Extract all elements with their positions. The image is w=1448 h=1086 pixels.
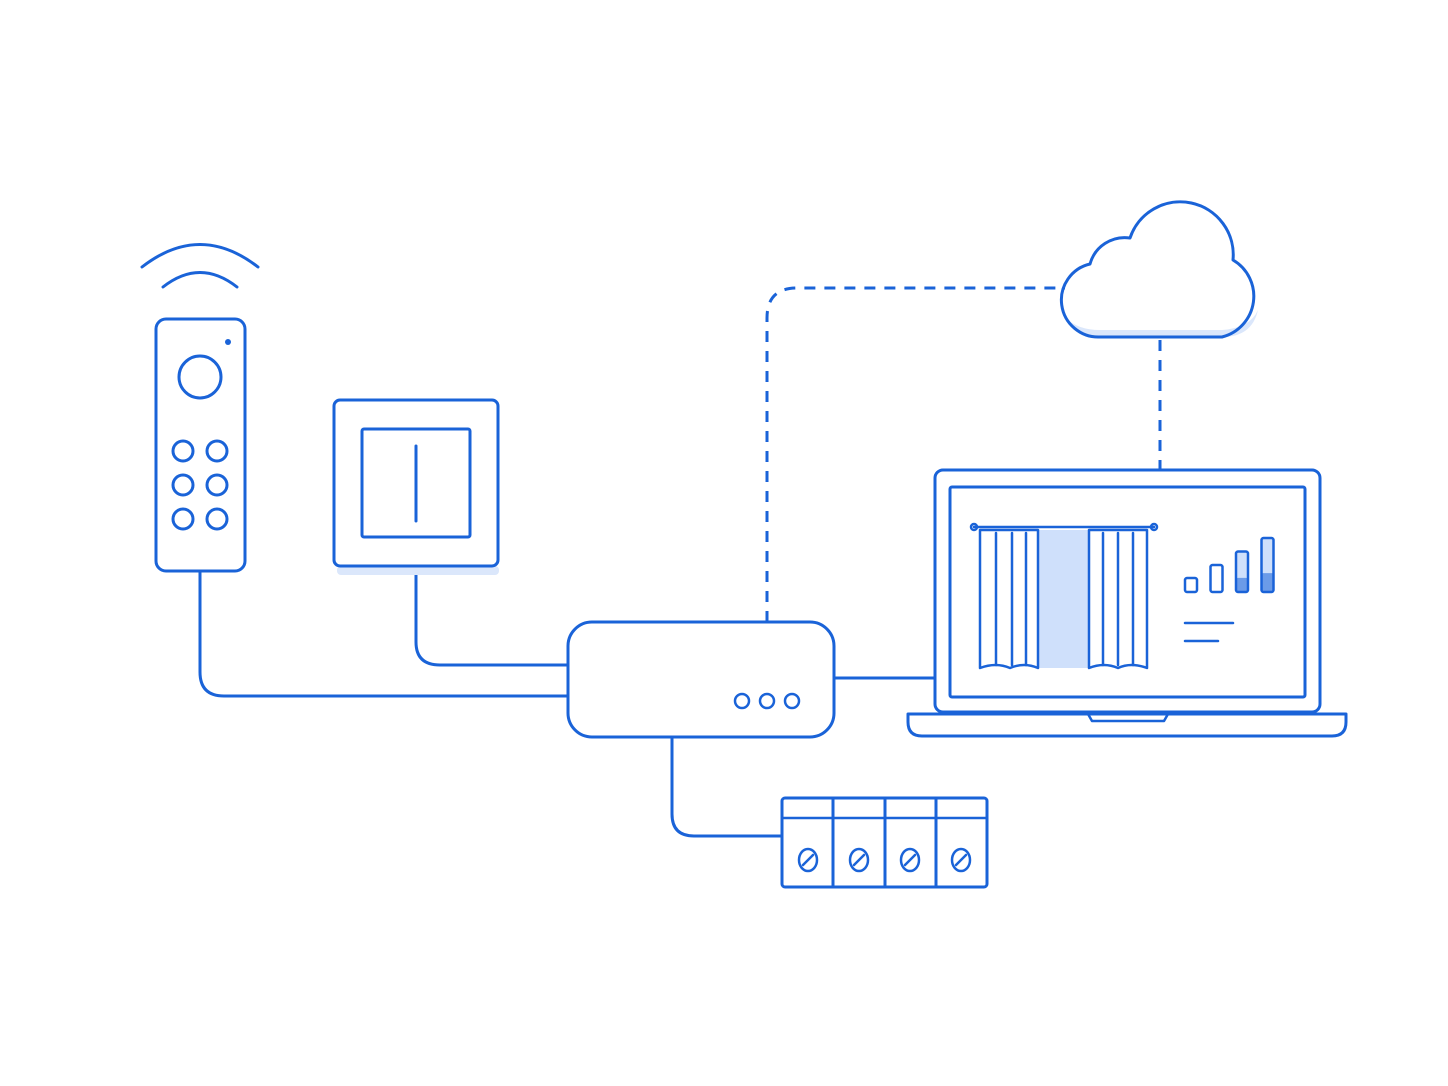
signal-bar-fill xyxy=(1261,573,1274,592)
switch-shadow xyxy=(337,566,499,575)
laptop-screen xyxy=(948,485,1307,699)
laptop-notch xyxy=(1086,712,1170,723)
remote-body xyxy=(154,317,247,573)
cloud-shadow xyxy=(1066,310,1258,337)
signal-bar-fill xyxy=(1236,577,1248,592)
hub-status-light xyxy=(758,692,776,710)
remote-button xyxy=(171,507,195,531)
connectors xyxy=(198,286,1162,838)
hub-body xyxy=(566,620,836,739)
module-screw xyxy=(899,847,921,873)
remote-button xyxy=(205,439,229,463)
hub-icon xyxy=(566,620,836,739)
curtain-rod-end xyxy=(969,522,979,532)
hub-status-light xyxy=(783,692,801,710)
switch-plate xyxy=(332,398,500,568)
laptop-base xyxy=(906,712,1348,738)
module-screw xyxy=(848,847,870,873)
remote-button xyxy=(171,473,195,497)
laptop-icon xyxy=(906,468,1348,738)
wall-switch-icon xyxy=(332,398,500,575)
motor-modules-icon xyxy=(780,796,989,889)
remote-control-icon xyxy=(140,243,260,573)
remote-button xyxy=(171,439,195,463)
edge-remote-to-hub xyxy=(198,570,570,698)
wifi-signal-outer-arc xyxy=(140,243,260,269)
signal-strength-bars xyxy=(1183,536,1275,594)
signal-bar xyxy=(1183,576,1199,594)
edge-hub-to-cloud-dashed xyxy=(765,286,1065,622)
remote-button xyxy=(205,473,229,497)
curtain-window-opening xyxy=(1039,530,1088,668)
wifi-signal-inner-arc xyxy=(161,271,239,289)
remote-power-button xyxy=(177,354,223,400)
curtain-app-illustration xyxy=(969,522,1159,670)
signal-bar xyxy=(1209,563,1224,594)
cloud-outline xyxy=(1059,200,1256,339)
remote-led-dot xyxy=(225,339,231,345)
hub-status-light xyxy=(733,692,751,710)
module-screw xyxy=(950,847,972,873)
curtain-left-panel xyxy=(978,528,1040,670)
edge-hub-to-motors xyxy=(670,735,784,838)
curtain-rod-end xyxy=(1149,522,1159,532)
switch-rocker xyxy=(360,427,472,539)
module-screw xyxy=(797,847,819,873)
laptop-lid xyxy=(933,468,1322,714)
curtain-right-panel xyxy=(1087,528,1149,670)
cloud-icon xyxy=(1059,200,1258,339)
edge-switch-to-hub xyxy=(414,564,570,667)
remote-button xyxy=(205,507,229,531)
